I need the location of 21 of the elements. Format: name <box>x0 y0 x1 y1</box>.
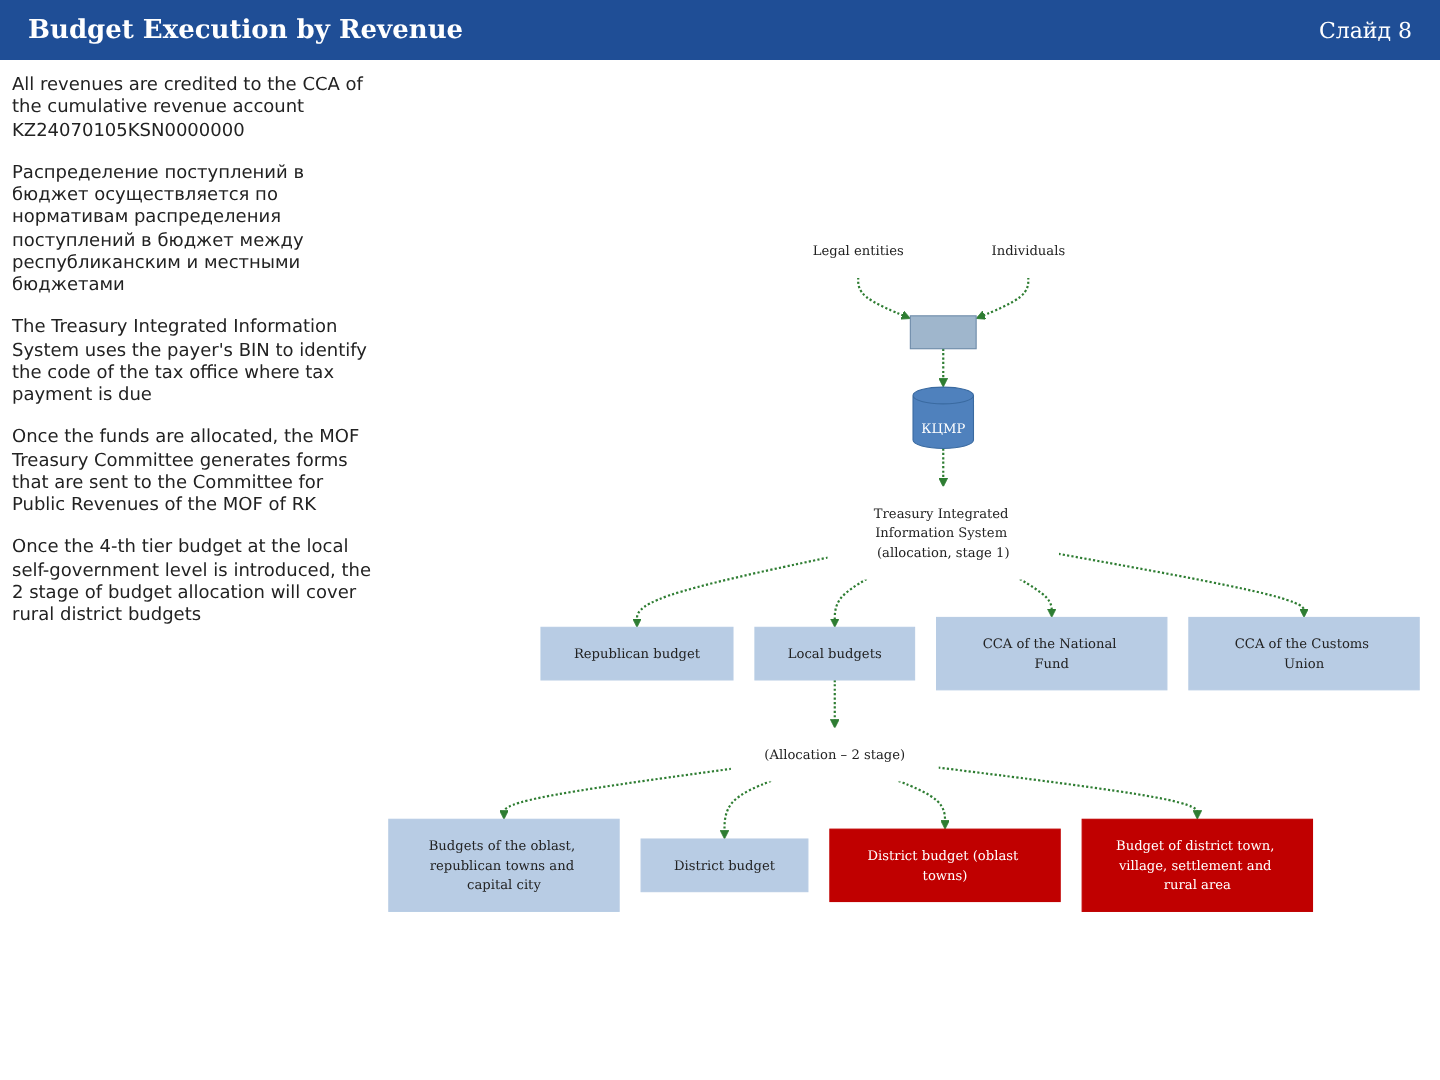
arrow <box>1058 552 1309 618</box>
arrow <box>857 277 911 320</box>
note-text: Распределение поступлений в бюджет осуществляется по нормативам распределения поступлений в бюджет между республиканским и местными бюджетами <box>12 163 307 299</box>
arrow <box>1019 578 1057 618</box>
arrow <box>499 767 732 820</box>
note-text: Once the funds are allocated, the MOF Treasury Committee generates forms that are sent to the Committee for Public Revenues of the MOF of RK <box>12 428 362 519</box>
arrow <box>829 578 868 628</box>
arrow <box>829 679 840 729</box>
node-box <box>909 315 977 350</box>
arrow <box>975 277 1030 320</box>
arrow <box>937 766 1203 820</box>
arrow <box>938 348 949 388</box>
note-text: The Treasury Integrated Information System uses the payer's BIN to identify the code of the tax office where tax payment is due <box>12 318 369 409</box>
slide-number: Слайд 8 <box>1318 17 1412 43</box>
note-text: All revenues are credited to the CCA of the cumulative revenue account KZ24070105KSN0000000 <box>12 76 365 144</box>
arrow <box>719 779 772 840</box>
arrow <box>898 779 950 830</box>
note-text: Once the 4-th tier budget at the local self-government level is introduced, the 2 stage of budget allocation will cover rural district budgets <box>12 538 372 629</box>
title: Budget Execution by Revenue <box>28 15 464 45</box>
arrow <box>632 556 829 628</box>
arrow <box>938 448 949 488</box>
